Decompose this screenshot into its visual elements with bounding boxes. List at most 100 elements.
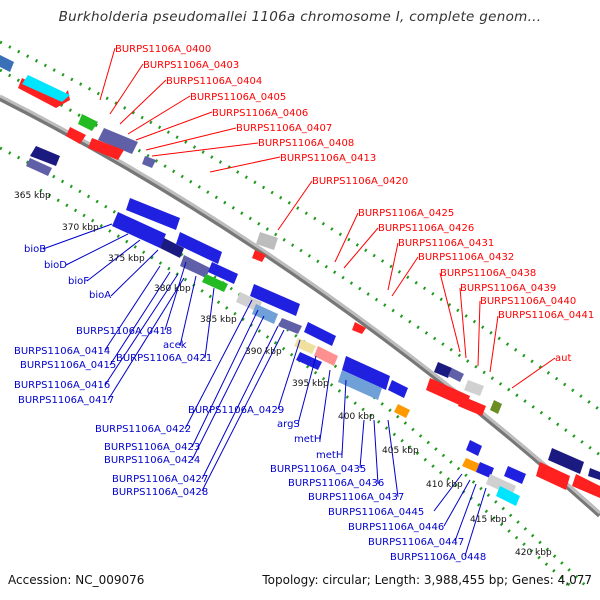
gene-arrow [536, 462, 570, 490]
gene-arrow [504, 466, 526, 484]
backbone-shadow [0, 95, 600, 518]
kbp-labels: 365 kbp 370 kbp 375 kbp 380 kbp 385 kbp … [14, 191, 552, 558]
gene-arrow [448, 368, 464, 382]
gene-arrow [22, 75, 70, 102]
forward-label: BURPS1106A_0404 [166, 76, 262, 87]
forward-label: BURPS1106A_0441 [498, 310, 594, 321]
summary-text: Topology: circular; Length: 3,988,455 bp… [262, 573, 592, 587]
gene-arrow [588, 468, 600, 480]
forward-label: BURPS1106A_0439 [460, 283, 556, 294]
reverse-label: bioF [68, 276, 89, 287]
kbp-label: 420 kbp [515, 548, 552, 558]
gene-arrow [66, 127, 86, 144]
reverse-label: BURPS1106A_0435 [270, 464, 366, 475]
forward-label: BURPS1106A_0438 [440, 268, 536, 279]
backbone [0, 94, 600, 515]
kbp-label: 390 kbp [245, 347, 282, 357]
gene-arrow [252, 304, 278, 324]
gene-arrow [126, 198, 180, 230]
reverse-label: bioB [24, 244, 46, 255]
gene-arrow [112, 212, 166, 248]
forward-genes[interactable] [0, 55, 600, 498]
gene-arrow [458, 396, 486, 416]
gene-arrow [342, 356, 390, 390]
gene-arrow [0, 55, 14, 72]
gene-arrow [256, 232, 278, 250]
reverse-label: BURPS1106A_0427 [112, 474, 208, 485]
gene-arrow [572, 474, 600, 498]
kbp-label: 385 kbp [200, 315, 237, 325]
gene-arrow [462, 458, 480, 472]
forward-label: BURPS1106A_0408 [258, 138, 354, 149]
reverse-label: BURPS1106A_0446 [348, 522, 444, 533]
gene-arrow [180, 255, 210, 278]
gene-arrow [208, 262, 238, 284]
forward-label: BURPS1106A_0420 [312, 176, 408, 187]
reverse-label: BURPS1106A_0424 [104, 455, 200, 466]
kbp-label: 400 kbp [338, 412, 375, 422]
gene-arrow [394, 404, 410, 418]
gene-arrow [388, 380, 408, 398]
kbp-label: 375 kbp [108, 254, 145, 264]
gene-arrow [496, 486, 520, 506]
gene-arrow [26, 158, 52, 176]
kbp-label: 405 kbp [382, 446, 419, 456]
gene-arrow [30, 146, 60, 166]
forward-label: BURPS1106A_0425 [358, 208, 454, 219]
gene-arrow [434, 362, 452, 378]
reverse-label: BURPS1106A_0428 [112, 487, 208, 498]
kbp-label: 395 kbp [292, 379, 329, 389]
kbp-label: 370 kbp [62, 223, 99, 233]
reverse-label: BURPS1106A_0429 [188, 405, 284, 416]
accession-text: Accession: NC_009076 [8, 573, 145, 587]
gene-arrow [490, 400, 502, 414]
forward-label: BURPS1106A_0432 [418, 252, 514, 263]
kbp-label: 415 kbp [470, 515, 507, 525]
reverse-label: BURPS1106A_0415 [20, 360, 116, 371]
reverse-label: bioD [44, 260, 67, 271]
reverse-label: BURPS1106A_0437 [308, 492, 404, 503]
reverse-label: argS [277, 419, 300, 430]
gene-arrow [296, 352, 322, 370]
gene-arrow [352, 322, 366, 334]
reverse-label: BURPS1106A_0416 [14, 380, 110, 391]
forward-label: BURPS1106A_0405 [190, 92, 286, 103]
outer-dotted-arc-2 [0, 68, 600, 457]
gene-arrow [176, 232, 222, 264]
reverse-gene-labels[interactable]: bioB bioD bioF bioA BURPS1106A_0418 BURP… [14, 244, 486, 563]
gene-arrow [142, 156, 156, 168]
gene-arrow [202, 274, 228, 292]
gene-arrow [314, 346, 338, 366]
gene-arrow [476, 462, 494, 478]
forward-gene-labels[interactable]: BURPS1106A_0400 BURPS1106A_0403 BURPS110… [115, 44, 594, 364]
reverse-label: BURPS1106A_0436 [288, 478, 384, 489]
forward-label: aut [555, 353, 571, 364]
reverse-genes[interactable] [26, 146, 526, 506]
forward-label: BURPS1106A_0403 [143, 60, 239, 71]
gene-arrow [250, 284, 300, 316]
reverse-label: BURPS1106A_0445 [328, 507, 424, 518]
forward-label: BURPS1106A_0400 [115, 44, 211, 55]
gene-arrow [338, 370, 382, 400]
gene-arrow [294, 338, 316, 354]
gene-arrow [304, 322, 336, 346]
reverse-label: metH [316, 450, 343, 461]
reverse-label: bioA [89, 290, 111, 301]
reverse-label: BURPS1106A_0423 [104, 442, 200, 453]
forward-label: BURPS1106A_0431 [398, 238, 494, 249]
forward-label: BURPS1106A_0407 [236, 123, 332, 134]
forward-label: BURPS1106A_0426 [378, 223, 474, 234]
reverse-label: acek [163, 340, 187, 351]
gene-arrow [252, 250, 266, 262]
forward-label: BURPS1106A_0440 [480, 296, 576, 307]
kbp-label: 410 kbp [426, 480, 463, 490]
forward-label: BURPS1106A_0406 [212, 108, 308, 119]
map-title: Burkholderia pseudomallei 1106a chromoso… [58, 9, 542, 25]
gene-arrow [466, 440, 482, 456]
reverse-label: BURPS1106A_0421 [116, 353, 212, 364]
kbp-label: 380 kbp [154, 284, 191, 294]
reverse-label: BURPS1106A_0447 [368, 537, 464, 548]
reverse-label: BURPS1106A_0448 [390, 552, 486, 563]
gene-arrow [464, 380, 484, 396]
